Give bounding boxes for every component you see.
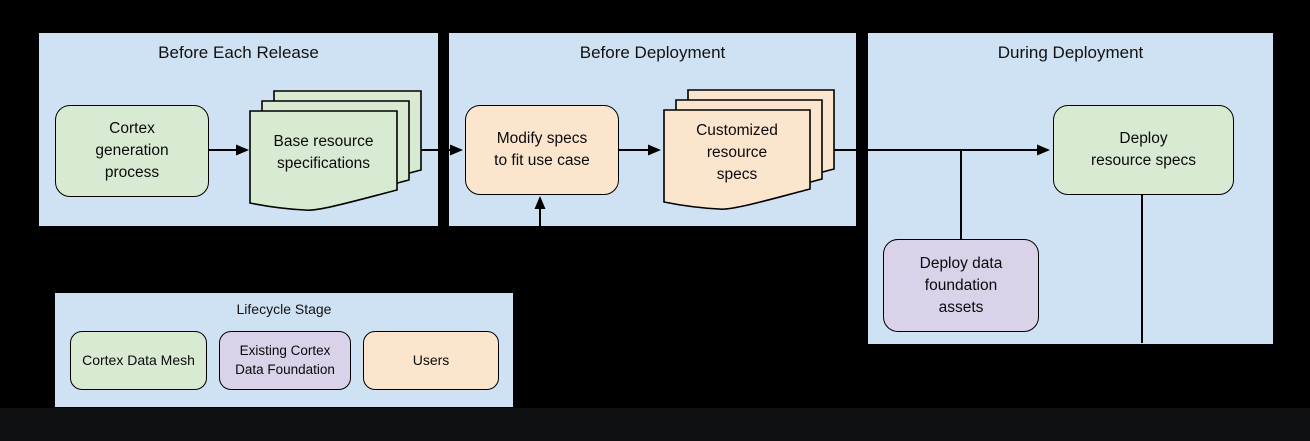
node-label: Deploy data foundation assets xyxy=(919,254,1003,316)
legend-item-label: Users xyxy=(412,352,450,369)
legend-item-users: Users xyxy=(363,331,499,390)
legend-title: Lifecycle Stage xyxy=(236,301,332,317)
page-background-strip xyxy=(0,408,1310,441)
document-stack-base-resource-specs xyxy=(249,90,422,211)
panel-title-during-deployment: During Deployment xyxy=(997,43,1144,62)
node-label: Deploy resource specs xyxy=(1090,130,1197,169)
legend-item-label: Existing Cortex Data Foundation xyxy=(235,343,335,377)
panel-title-before-deployment: Before Deployment xyxy=(579,43,726,62)
legend-item-existing-cortex-data-foundation: Existing Cortex Data Foundation xyxy=(219,331,351,390)
node-label: Modify specs to fit use case xyxy=(494,130,590,169)
node-deploy-data-foundation-assets: Deploy data foundation assets xyxy=(883,239,1039,332)
node-deploy-resource-specs: Deploy resource specs xyxy=(1053,105,1234,195)
legend-item-cortex-data-mesh: Cortex Data Mesh xyxy=(70,331,207,390)
node-label: Cortex generation process xyxy=(95,120,169,181)
document-stack-customized-specs xyxy=(663,89,835,210)
node-modify-specs: Modify specs to fit use case xyxy=(465,105,619,195)
legend-item-label: Cortex Data Mesh xyxy=(82,352,195,369)
node-cortex-generation-process: Cortex generation process xyxy=(55,105,209,197)
panel-title-before-each-release: Before Each Release xyxy=(158,43,319,62)
